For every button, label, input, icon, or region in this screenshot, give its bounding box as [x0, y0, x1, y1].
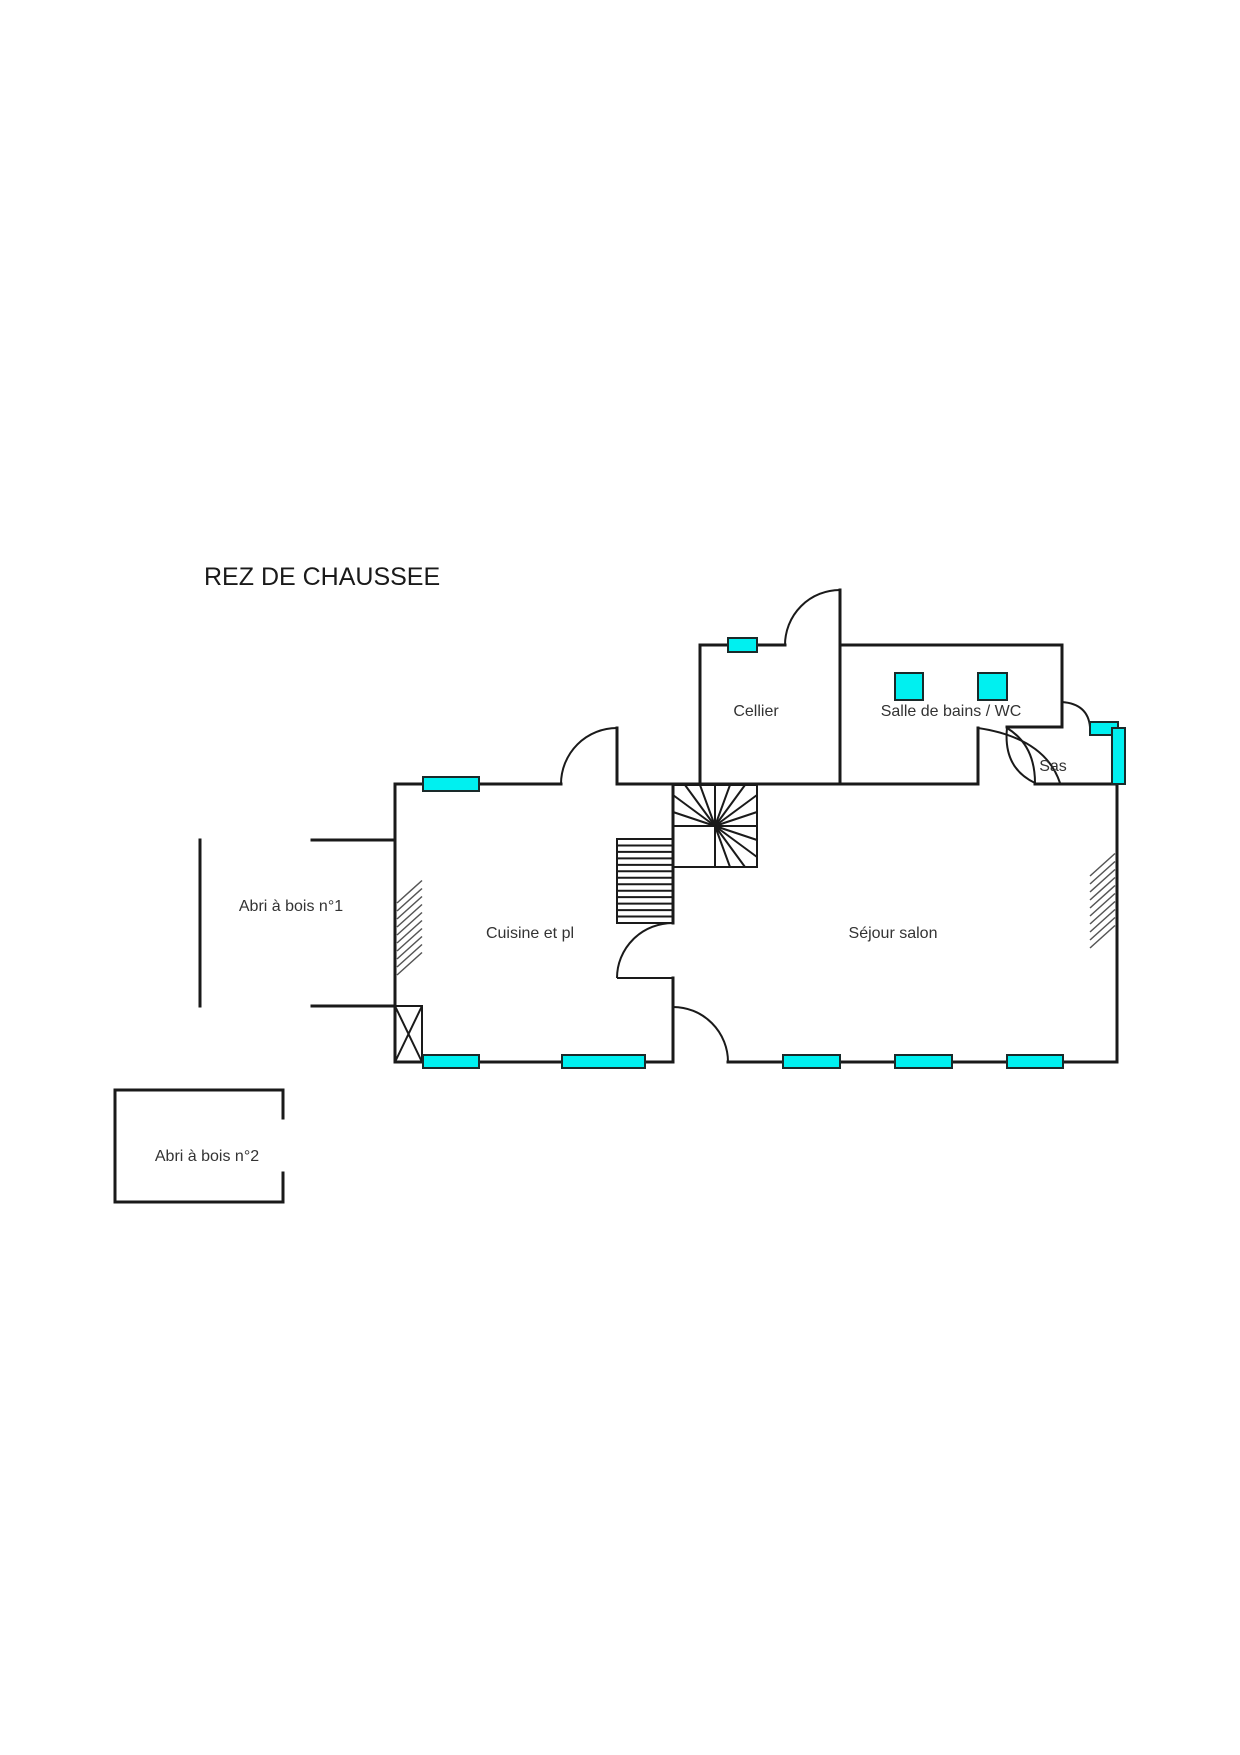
spiral-step: [699, 784, 716, 827]
label-cuisine: Cuisine et pl: [486, 925, 574, 942]
window-kitchen-top: [422, 776, 480, 792]
window-sejour-1: [782, 1054, 841, 1069]
spiral-step: [714, 784, 746, 827]
spiral-step: [714, 811, 758, 827]
hatch-line: [1089, 892, 1116, 917]
label-cellier: Cellier: [733, 703, 779, 720]
cellier-door: [784, 589, 841, 646]
cellier-walls: [698, 588, 842, 786]
hatch-line: [396, 951, 423, 976]
hatch-line: [1089, 884, 1116, 909]
spiral-step: [714, 794, 758, 827]
plan-title: REZ DE CHAUSSEE: [204, 563, 440, 591]
spiral-step: [714, 825, 746, 868]
kitchen-entry-door: [560, 727, 618, 785]
window-sejour-2: [894, 1054, 953, 1069]
hatch-line: [1089, 852, 1116, 877]
hatch-line: [396, 887, 423, 912]
hatch-line: [1089, 876, 1116, 901]
hatch-line: [396, 919, 423, 944]
window-kitchen-bottom-1: [422, 1054, 480, 1069]
sas-exterior-door: [1061, 701, 1091, 728]
fireplace-hatch-sejour: [1089, 852, 1116, 949]
x-box-duct: [394, 1005, 423, 1063]
fireplace-hatch-kitchen: [396, 879, 423, 976]
spiral-step: [672, 794, 716, 827]
label-abri-2: Abri à bois n°2: [155, 1148, 259, 1165]
bathroom-walls: [671, 643, 1064, 786]
window-cellier: [727, 637, 758, 653]
spiral-step: [684, 784, 716, 827]
hatch-line: [396, 943, 423, 968]
abri-2-walls: [113, 1088, 285, 1204]
label-salle-de-bains: Salle de bains / WC: [881, 703, 1022, 720]
straight-stairs: [616, 838, 674, 924]
window-kitchen-bottom-2: [561, 1054, 646, 1069]
label-sejour: Séjour salon: [849, 925, 938, 942]
hatch-line: [1089, 916, 1116, 941]
window-sejour-3: [1006, 1054, 1064, 1069]
window-bathroom-1: [894, 672, 924, 701]
hatch-line: [1089, 908, 1116, 933]
hatch-line: [396, 895, 423, 920]
window-sas-side: [1111, 727, 1126, 785]
hatch-line: [1089, 900, 1116, 925]
spiral-step: [672, 811, 716, 827]
hatch-line: [396, 903, 423, 928]
kitchen-inner-door: [616, 922, 674, 979]
label-abri-1: Abri à bois n°1: [239, 898, 343, 915]
hatch-line: [396, 927, 423, 952]
spiral-step: [714, 825, 731, 868]
hatch-line: [1089, 860, 1116, 885]
hatch-line: [396, 911, 423, 936]
spiral-stairs: [672, 784, 758, 868]
sas-door: [977, 727, 1061, 784]
spiral-step: [714, 784, 731, 827]
hatch-line: [1089, 868, 1116, 893]
abri-1-walls: [198, 838, 397, 1008]
hatch-line: [396, 935, 423, 960]
spiral-step: [714, 825, 758, 841]
window-bathroom-2: [977, 672, 1008, 701]
hatch-line: [1089, 924, 1116, 949]
label-sas: Sas: [1039, 758, 1067, 775]
spiral-step: [714, 825, 758, 858]
sejour-door: [672, 1006, 729, 1063]
hatch-line: [396, 879, 423, 904]
